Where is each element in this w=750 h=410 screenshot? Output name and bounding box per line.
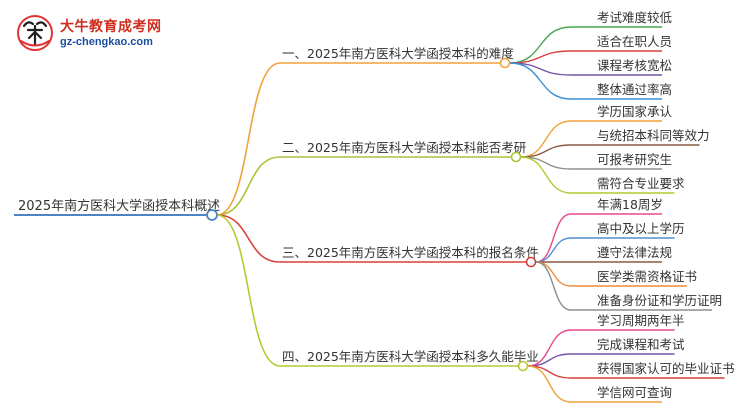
leaf-label-3-2: 高中及以上学历 <box>597 221 685 236</box>
leaf-label-1-3: 课程考核宽松 <box>597 58 672 73</box>
leaf-label-2-2: 与统招本科同等效力 <box>597 128 710 143</box>
leaf-connector-2-4 <box>520 156 572 194</box>
leaf-label-4-4: 学信网可查询 <box>597 385 672 400</box>
leaf-label-2-4: 需符合专业要求 <box>597 176 685 191</box>
branch-label-2: 二、2025年南方医科大学函授本科能否考研 <box>282 140 526 155</box>
leaf-label-1-1: 考试难度较低 <box>597 10 673 25</box>
node-layer: 2025年南方医科大学函授本科概述 一、2025年南方医科大学函授本科的难度 考试难… <box>18 10 735 400</box>
leaf-label-4-3: 获得国家认可的毕业证书 <box>597 361 735 376</box>
logo-site-url: gz-chengkao.com <box>60 36 153 48</box>
leaf-connector-1-4 <box>509 62 572 100</box>
site-logo[interactable]: 大牛教育成考网 gz-chengkao.com <box>16 12 166 56</box>
leaf-label-2-3: 可报考研究生 <box>597 152 672 167</box>
leaf-connector-4-4 <box>527 365 572 403</box>
branch-node-dot-1[interactable] <box>499 57 511 69</box>
leaf-connector-3-4 <box>535 261 572 287</box>
root-node-dot[interactable] <box>206 209 218 221</box>
leaf-label-3-5: 准备身份证和学历证明 <box>597 293 722 308</box>
leaf-connector-1-1 <box>509 26 572 64</box>
branch-label-1: 一、2025年南方医科大学函授本科的难度 <box>282 46 514 61</box>
branch-connector-3 <box>216 214 281 263</box>
branch-connector-2 <box>216 156 281 216</box>
leaf-label-4-1: 学习周期两年半 <box>597 313 685 328</box>
leaf-label-2-1: 学历国家承认 <box>597 104 673 119</box>
branch-label-3: 三、2025年南方医科大学函授本科的报名条件 <box>282 245 539 260</box>
leaf-connector-3-5 <box>535 261 572 311</box>
connector-layer <box>14 26 725 403</box>
leaf-label-3-3: 遵守法律法规 <box>597 245 672 260</box>
branch-node-dot-4[interactable] <box>517 360 529 372</box>
branch-label-4: 四、2025年南方医科大学函授本科多久能毕业 <box>282 349 539 364</box>
branch-node-dot-3[interactable] <box>525 256 537 268</box>
bull-logo-icon <box>17 15 53 51</box>
leaf-label-3-1: 年满18周岁 <box>597 197 663 212</box>
branch-connector-4 <box>216 214 281 367</box>
branch-connector-1 <box>216 62 281 216</box>
leaf-label-4-2: 完成课程和考试 <box>597 337 685 352</box>
root-topic-label: 2025年南方医科大学函授本科概述 <box>18 198 220 214</box>
branch-node-dot-2[interactable] <box>510 151 522 163</box>
leaf-connector-3-2 <box>535 237 572 263</box>
logo-site-name: 大牛教育成考网 <box>60 19 162 35</box>
leaf-label-1-4: 整体通过率高 <box>597 82 672 97</box>
leaf-label-1-2: 适合在职人员 <box>597 34 672 49</box>
leaf-label-3-4: 医学类需资格证书 <box>597 269 697 284</box>
